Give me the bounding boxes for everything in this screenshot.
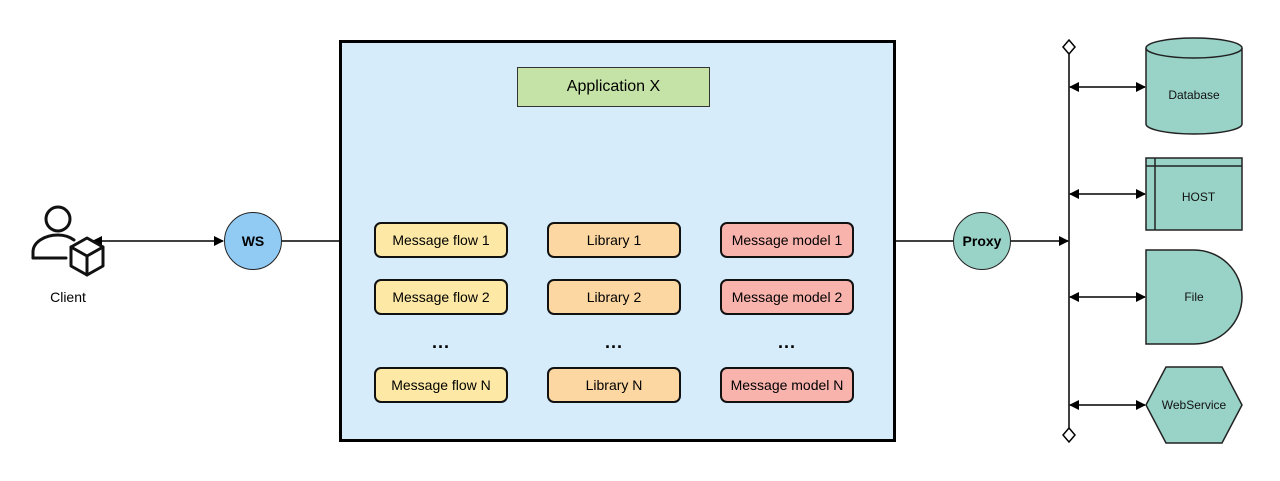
message-flow-box: Message flow 2: [374, 279, 508, 315]
message-model-ellipsis: ...: [777, 332, 796, 352]
message-model-label: Message model N: [730, 377, 844, 393]
library-box: Library 1: [547, 222, 681, 258]
message-model-label: Message model 2: [731, 289, 843, 305]
client-label: Client: [50, 289, 86, 305]
ws-label: WS: [241, 233, 265, 249]
ws-node: WS: [224, 212, 282, 270]
message-flow-label: Message flow N: [391, 377, 491, 393]
message-model-box: Message model N: [720, 367, 854, 403]
proxy-node: Proxy: [953, 212, 1011, 270]
message-model-box: Message model 2: [720, 279, 854, 315]
message-model-box: Message model 1: [720, 222, 854, 258]
message-flow-box: Message flow 1: [374, 222, 508, 258]
library-box: Library 2: [547, 279, 681, 315]
webservice-icon: [1145, 366, 1243, 444]
library-label: Library 2: [586, 289, 642, 305]
file-label: File: [1184, 290, 1204, 304]
host-label: HOST: [1181, 190, 1216, 204]
application-title: Application X: [566, 78, 661, 95]
message-flow-ellipsis: ...: [431, 332, 450, 352]
proxy-label: Proxy: [962, 233, 1002, 249]
user-package-icon: [31, 205, 105, 277]
message-flow-label: Message flow 1: [392, 232, 490, 248]
database-icon: [1145, 37, 1243, 135]
database-label: Database: [1168, 88, 1220, 102]
bus-bottom-diamond: [1062, 426, 1076, 444]
host-icon: [1145, 157, 1243, 231]
webservice-label: WebService: [1161, 398, 1227, 412]
library-box: Library N: [547, 367, 681, 403]
message-flow-box: Message flow N: [374, 367, 508, 403]
file-icon: [1145, 249, 1243, 345]
library-label: Library 1: [586, 232, 642, 248]
library-label: Library N: [585, 377, 643, 393]
library-ellipsis: ...: [604, 332, 623, 352]
bus-top-diamond: [1062, 38, 1076, 56]
message-model-label: Message model 1: [731, 232, 843, 248]
message-flow-label: Message flow 2: [392, 289, 490, 305]
application-title-box: Application X: [517, 67, 710, 107]
